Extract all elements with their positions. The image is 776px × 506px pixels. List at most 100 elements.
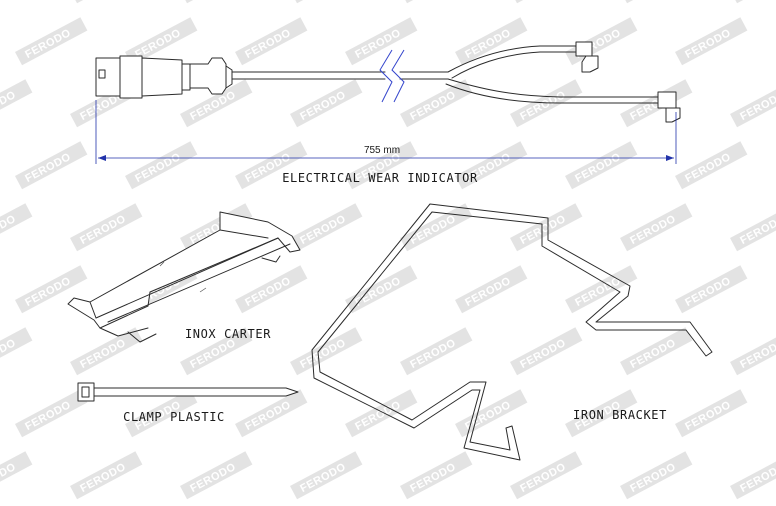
dimension-arrow-left [98, 155, 106, 161]
sensor-a-pad [581, 55, 599, 73]
watermark-band [235, 17, 308, 66]
watermark-band [730, 327, 776, 376]
watermark-band [400, 203, 473, 252]
iron-bracket-drawing [311, 203, 713, 461]
watermark-band [15, 141, 88, 190]
ferodo-watermark: FERODO [565, 141, 638, 190]
break-mark-right [391, 49, 405, 103]
carter-flap [99, 327, 149, 337]
watermark-band [620, 327, 693, 376]
watermark-band [345, 389, 418, 438]
branch-a-lower [451, 51, 577, 79]
watermark-band [180, 451, 253, 500]
watermark-band [70, 203, 143, 252]
ferodo-watermark: FERODO [455, 389, 528, 438]
carter-rail [107, 243, 291, 323]
ferodo-watermark: FERODO [0, 79, 33, 128]
ferodo-watermark: FERODO [620, 0, 693, 4]
watermark-band [0, 79, 33, 128]
watermark-band [180, 0, 253, 4]
ferodo-watermark: FERODO [400, 451, 473, 500]
watermark-band [235, 265, 308, 314]
watermark-band [0, 327, 33, 376]
watermark-band [290, 327, 363, 376]
iron-bracket-label: IRON BRACKET [573, 408, 667, 422]
watermark-band [0, 203, 33, 252]
watermark-band [290, 0, 363, 4]
sensor-a-body [575, 41, 593, 57]
watermark-band [125, 389, 198, 438]
ferodo-watermark: FERODO [0, 451, 33, 500]
watermark-band [290, 451, 363, 500]
watermark-band [0, 0, 33, 4]
ferodo-watermark: FERODO [290, 0, 363, 4]
watermark-band [675, 265, 748, 314]
ferodo-watermark: FERODO [509, 0, 583, 4]
watermark-band [400, 0, 473, 4]
ferodo-watermark: FERODO [290, 327, 363, 376]
watermark-band [400, 451, 473, 500]
ferodo-watermark: FERODO [455, 265, 528, 314]
watermark-band [620, 203, 693, 252]
ferodo-watermark: FERODO [15, 389, 88, 438]
bracket-wire [311, 203, 713, 461]
watermark-band [15, 389, 88, 438]
ferodo-watermark: FERODO [15, 141, 88, 190]
ferodo-watermark: FERODO [400, 79, 473, 128]
ferodo-watermark: FERODO [235, 265, 308, 314]
ferodo-watermark: FERODO [400, 0, 473, 4]
watermark-band [730, 451, 776, 500]
ferodo-watermark: FERODO [675, 389, 748, 438]
watermark-band [455, 265, 528, 314]
watermark-band [345, 17, 418, 66]
ferodo-watermark: FERODO [0, 327, 33, 376]
watermark-band [180, 327, 253, 376]
dimension-arrow-right [666, 155, 674, 161]
ferodo-watermark: FERODO [620, 327, 693, 376]
ferodo-watermark: FERODO [675, 265, 748, 314]
watermark-band [565, 265, 638, 314]
watermark-band [235, 141, 308, 190]
watermark-band [730, 203, 776, 252]
carter-crease [95, 237, 279, 319]
watermark-band [400, 79, 473, 128]
watermark-band [509, 203, 583, 252]
ferodo-watermark: FERODO [509, 327, 583, 376]
branch-b-lower [445, 83, 659, 104]
ferodo-watermark: FERODO [180, 451, 253, 500]
watermark-band [565, 141, 638, 190]
connector-sleeve [141, 57, 183, 97]
ferodo-watermark: FERODO [235, 17, 308, 66]
branch-b-upper [447, 78, 659, 98]
connector-latch [98, 69, 106, 79]
watermark-band [235, 389, 308, 438]
grommet [189, 57, 227, 95]
watermark-band [509, 0, 583, 4]
watermark-band [15, 17, 88, 66]
ferodo-watermark: FERODO [730, 79, 776, 128]
watermark-band [0, 451, 33, 500]
ferodo-watermark: FERODO [0, 0, 33, 4]
ferodo-watermark: FERODO [400, 327, 473, 376]
ferodo-watermark: FERODO [70, 451, 143, 500]
ferodo-watermark: FERODO [455, 17, 528, 66]
watermark-band [675, 141, 748, 190]
ferodo-watermark: FERODO [509, 451, 583, 500]
clamp-plastic-label: CLAMP PLASTIC [123, 410, 225, 424]
watermark-band [509, 327, 583, 376]
watermark-band [620, 0, 693, 4]
carter-clip-right [261, 255, 281, 263]
ferodo-watermark: FERODO [675, 17, 748, 66]
clamp-plastic-drawing [77, 382, 299, 402]
ferodo-watermark: FERODO [620, 203, 693, 252]
watermark-band [180, 79, 253, 128]
carter-slot-1 [159, 261, 165, 267]
ferodo-watermark: FERODO [0, 203, 33, 252]
watermark-band [400, 327, 473, 376]
carter-slot-2 [199, 287, 207, 293]
carter-clip-left [127, 331, 157, 343]
watermark-band [345, 141, 418, 190]
ferodo-watermark: FERODO [70, 0, 143, 4]
clamp-strap [93, 387, 299, 397]
